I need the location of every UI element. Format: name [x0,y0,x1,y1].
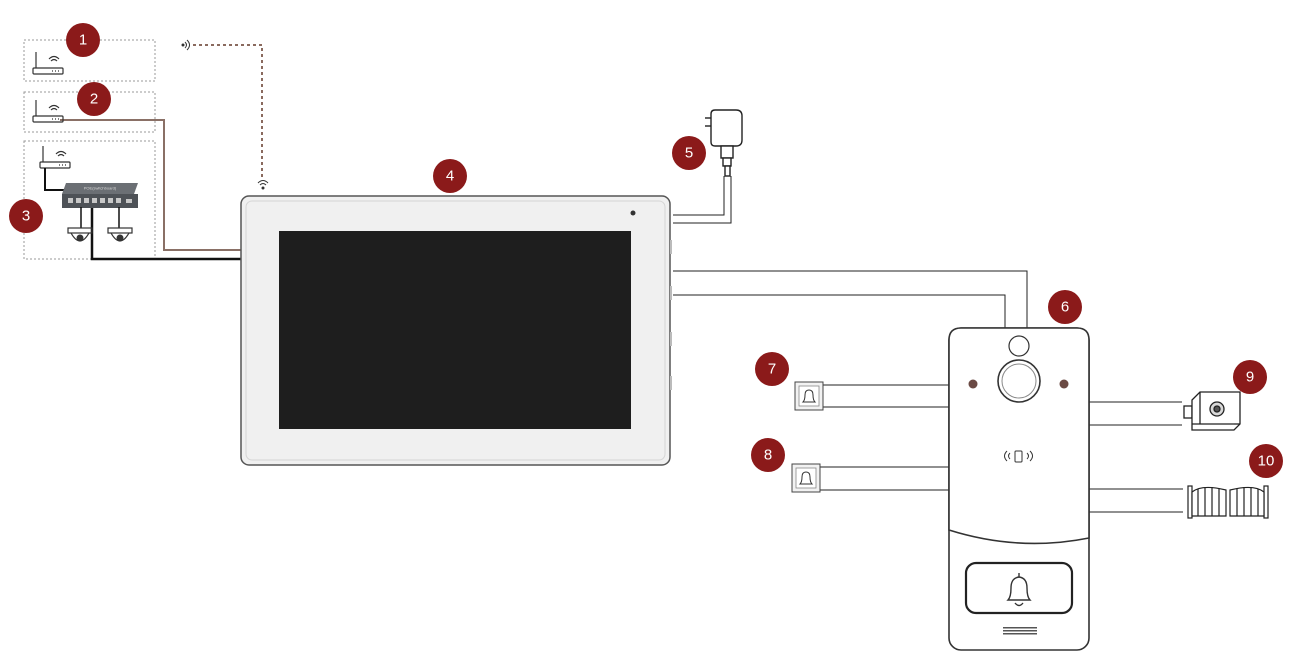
gate-icon [1187,485,1269,519]
power-adapter-icon [705,109,743,177]
callout-badge-4: 4 [433,159,467,193]
electric-lock-icon [1183,391,1241,431]
callout-badge-9: 9 [1233,360,1267,394]
poe-cable [90,207,241,261]
callout-badge-3: 3 [9,199,43,233]
station-light-sensor [1008,335,1030,357]
dome-camera-icon [107,227,133,242]
monitor-camera-dot [630,210,636,216]
bell-icon [1006,573,1032,607]
outdoor-station [948,327,1090,651]
wifi-link-wire [193,44,263,178]
group-box-poe [23,140,156,260]
router-switch-wire [44,168,70,191]
callout-badge-5: 5 [672,136,706,170]
indoor-monitor [240,195,672,466]
doorbell-button-icon [794,381,824,411]
wifi-signal-icon [181,39,190,51]
svg-text:6: 6 [1061,299,1069,316]
svg-text:2: 2 [90,91,98,108]
power-cable-a [673,176,725,216]
callout-badge-2: 2 [77,82,111,116]
call-button [964,561,1074,615]
station-cable-b [673,294,1006,328]
speaker-grille [1003,627,1037,635]
svg-text:10: 10 [1258,453,1275,470]
poe-switch-icon [62,183,138,208]
monitor-screen [279,231,631,429]
callout-badge-8: 8 [751,438,785,472]
station-ir-led [968,379,978,389]
svg-text:9: 9 [1246,369,1254,386]
station-camera-lens [997,359,1041,403]
svg-text:1: 1 [79,32,87,49]
svg-text:8: 8 [764,447,772,464]
power-cable-b [673,176,732,224]
network-cable [60,119,241,251]
svg-text:4: 4 [446,168,454,185]
station-cable-a [673,270,1028,328]
callout-badge-7: 7 [755,352,789,386]
callout-badge-6: 6 [1048,290,1082,324]
dome-camera-icon [67,227,93,242]
callout-badge-1: 1 [66,23,100,57]
svg-text:3: 3 [22,208,30,225]
svg-text:5: 5 [685,145,693,162]
callout-badge-10: 10 [1249,444,1283,478]
switch-label: POE(switchboard) [84,186,117,191]
network-router-icon [32,100,64,123]
station-ir-led [1059,379,1069,389]
card-reader-icon [1004,450,1033,463]
doorbell-button-icon [791,463,821,493]
poe-router-icon [39,146,71,169]
wifi-signal-icon [257,180,269,190]
svg-text:7: 7 [768,361,776,378]
wifi-router-icon [32,52,64,75]
